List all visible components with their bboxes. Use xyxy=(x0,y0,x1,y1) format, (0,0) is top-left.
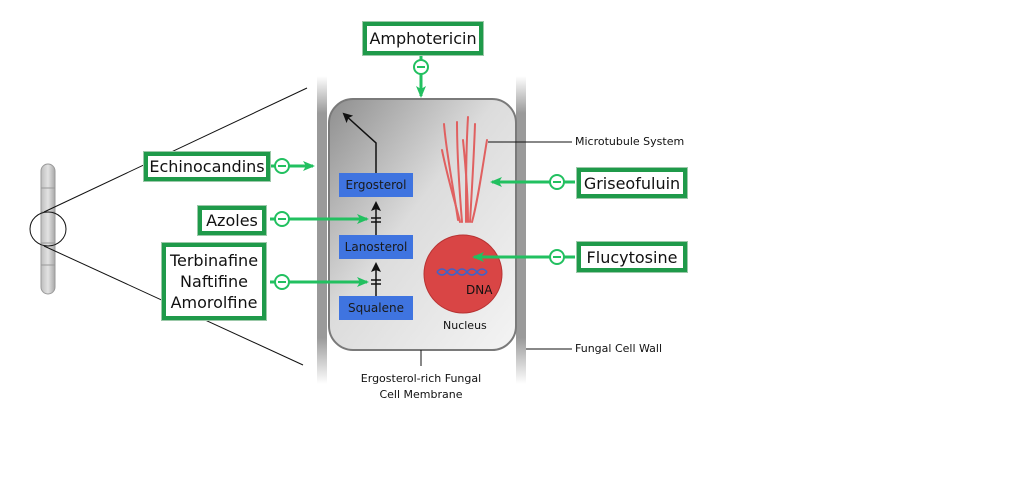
pathway-connectors xyxy=(342,112,381,296)
drug-echinocandins: Echinocandins xyxy=(144,152,270,181)
drug-flucytosine: Flucytosine xyxy=(577,242,687,272)
nucleus xyxy=(423,234,503,314)
inhibit-minus-bars xyxy=(278,66,561,283)
nucleus-label: Nucleus xyxy=(443,319,487,332)
pathway-lanosterol: Lanosterol xyxy=(339,235,413,259)
dna-label: DNA xyxy=(466,283,493,297)
microtubule-system xyxy=(441,116,488,223)
drug-griseofulvin: Griseofuluin xyxy=(577,168,687,198)
drug-terbinafine: Terbinafine xyxy=(169,251,259,270)
membrane-label-line1: Ergosterol-rich Fungal xyxy=(360,372,482,385)
microtubule-system-label: Microtubule System xyxy=(575,135,685,148)
membrane-label-line2: Cell Membrane xyxy=(379,388,463,401)
drug-amorolfine: Amorolfine xyxy=(170,293,258,312)
pathway-squalene: Squalene xyxy=(339,296,413,320)
cell-wall-right xyxy=(516,76,526,384)
drug-naftifine: Naftifine xyxy=(180,272,248,291)
dna-helix-icon xyxy=(436,268,488,276)
magnify-circle xyxy=(29,211,67,247)
cell-wall-left xyxy=(317,76,327,384)
fungal-cell-wall-label: Fungal Cell Wall xyxy=(575,342,663,355)
zoom-line-top xyxy=(43,87,308,213)
membrane-label: Ergosterol-rich Fungal Cell Membrane xyxy=(356,371,486,403)
pathway-ergosterol: Ergosterol xyxy=(339,173,413,197)
drug-amphotericin: Amphotericin xyxy=(363,22,483,55)
drug-azoles: Azoles xyxy=(198,206,266,235)
drug-allylamines: Terbinafine Naftifine Amorolfine xyxy=(162,243,266,320)
hypha-illustration xyxy=(40,163,56,295)
